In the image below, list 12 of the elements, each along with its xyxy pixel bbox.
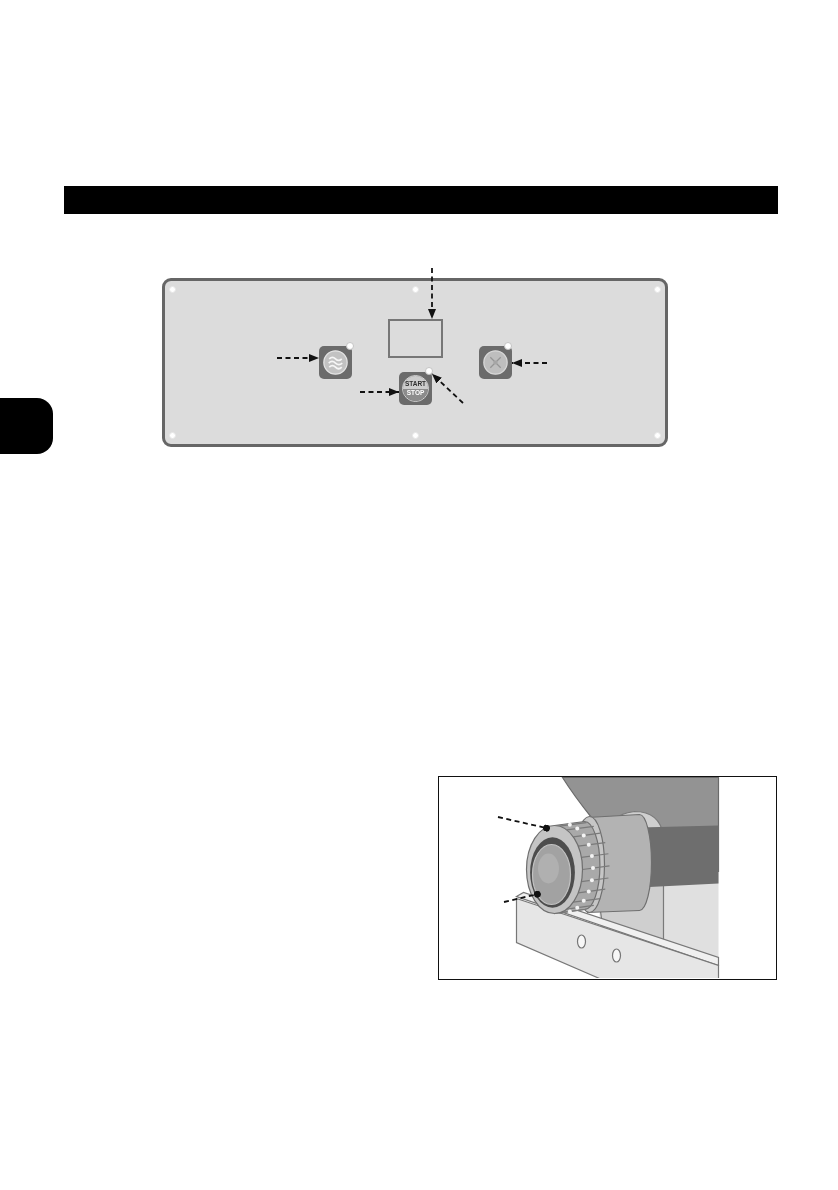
display-window <box>388 319 443 358</box>
arrow <box>431 372 464 404</box>
leader-line <box>503 890 541 903</box>
indicator-light <box>425 367 433 375</box>
control-panel <box>162 278 668 447</box>
arrow <box>428 267 436 320</box>
knurled-ring <box>525 820 611 915</box>
knob-cap <box>531 843 572 906</box>
leader-line <box>497 816 550 832</box>
arrow <box>276 354 320 362</box>
arrow <box>359 388 400 396</box>
arrow <box>511 359 548 367</box>
